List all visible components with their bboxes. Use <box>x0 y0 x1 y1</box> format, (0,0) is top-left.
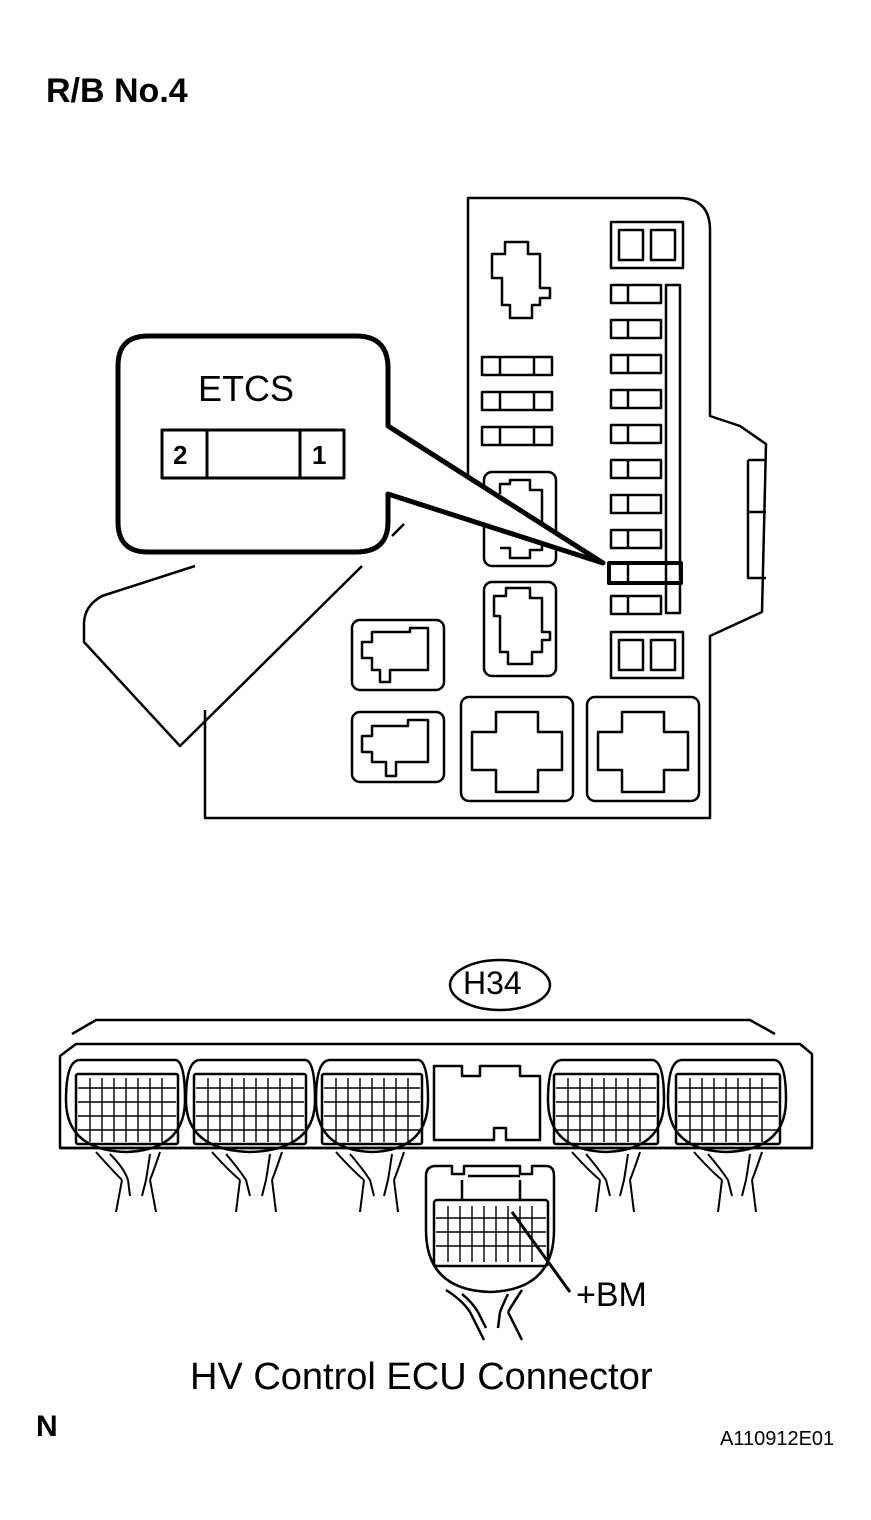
ecu-connector-module-5 <box>546 1058 666 1154</box>
double-fuse-top <box>609 220 685 270</box>
fuse-label-etcs: ETCS <box>198 368 295 409</box>
ecu-connector-module-6 <box>666 1058 788 1154</box>
pin-grids <box>78 1078 778 1262</box>
connector-caption: HV Control ECU Connector <box>190 1356 653 1398</box>
ecu-connector-module-3 <box>314 1058 430 1154</box>
relay-large-left <box>459 695 575 803</box>
relay-lower <box>482 580 558 678</box>
lower-ecu-connector <box>424 1164 556 1341</box>
connector-bracket <box>71 1018 776 1036</box>
mini-fuse-group <box>480 355 554 447</box>
figure-id: A110912E01 <box>720 1428 835 1450</box>
etcs-callout <box>115 333 606 566</box>
relay-left-lower <box>350 710 446 784</box>
bm-leader-line <box>510 1211 572 1293</box>
relay-left-upper <box>350 618 446 692</box>
terminal-label-bm: +BM <box>576 1276 647 1314</box>
relay-top <box>490 240 552 320</box>
etcs-fuse-symbol <box>160 428 346 480</box>
connector-code-label: H34 <box>463 965 522 1001</box>
ecu-connector-blank <box>432 1064 542 1142</box>
fuse-pin-2-label: 2 <box>173 440 188 470</box>
fuse-column <box>607 283 683 616</box>
fuse-pin-1-label: 1 <box>312 440 327 470</box>
connector-code-oval <box>448 958 552 1012</box>
ecu-connector-module-1 <box>64 1058 187 1154</box>
view-mark: N <box>36 1410 58 1443</box>
double-fuse-bottom <box>609 630 685 680</box>
relay-block-title: R/B No.4 <box>46 72 188 110</box>
relay-large-right <box>585 695 701 803</box>
relay-block-housing <box>82 196 768 820</box>
ecu-connector-module-2 <box>184 1058 317 1154</box>
wire-harness-upper <box>95 1151 763 1213</box>
